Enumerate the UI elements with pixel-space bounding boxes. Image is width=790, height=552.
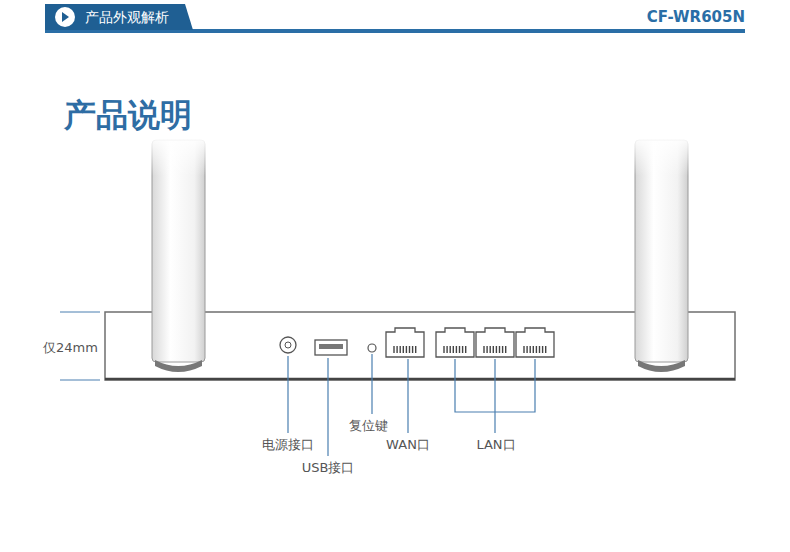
antenna-left [150,136,207,372]
leader-lines [288,354,535,456]
usb-port [315,340,347,355]
model-number: CF-WR605N [647,8,745,26]
page-title: 产品说明 [64,94,192,138]
tab-text: 产品外观解析 [85,4,193,30]
part-label: 电源接口 [262,436,314,454]
router-base [105,378,735,381]
part-label: USB接口 [302,459,355,477]
dimension-label: 仅24mm [43,339,98,357]
part-label: 复位键 [349,417,388,435]
part-label: WAN口 [386,436,430,454]
antenna-right [633,136,690,372]
reset-hole [368,344,376,352]
header-tab: 产品外观解析 [45,4,193,30]
power-jack [280,337,296,353]
part-label: LAN口 [476,436,515,454]
rj45-ports [386,328,554,357]
